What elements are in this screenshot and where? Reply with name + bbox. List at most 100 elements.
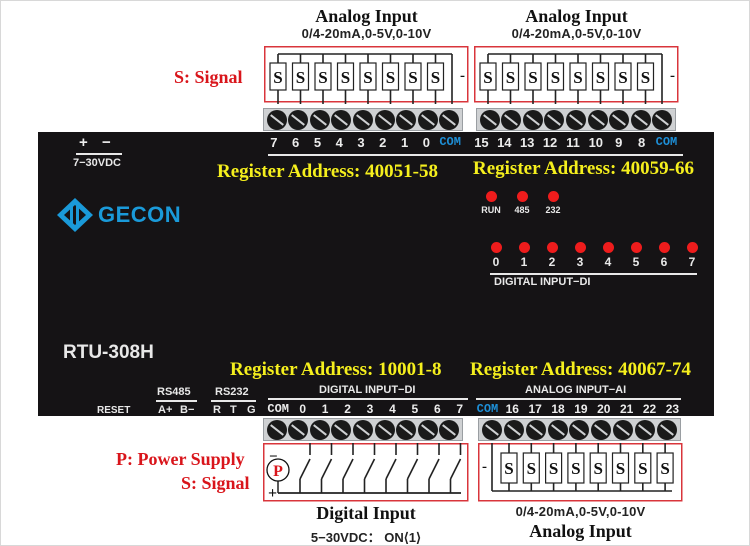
bottom-left-terminal-label-3: 2 xyxy=(344,402,351,416)
top-left-terminal-label-0: 7 xyxy=(270,135,278,150)
top-left-range: 0/4-20mA,0-5V,0-10V xyxy=(301,26,432,41)
rs232-pin-g: G xyxy=(247,404,256,416)
top-right-terminal-screw-1 xyxy=(501,109,522,130)
top-left-sensor-label-2: S xyxy=(318,68,327,87)
di-led-3: 3 xyxy=(573,242,587,269)
led-indicator-icon xyxy=(630,242,642,253)
di-led-5: 5 xyxy=(629,242,643,269)
led-indicator-icon xyxy=(547,191,559,202)
bottom-left-terminal-label-5: 4 xyxy=(389,402,396,416)
bottom-right-terminal-label-1: 16 xyxy=(505,402,519,416)
top-left-terminal-screw-2 xyxy=(309,109,330,130)
top-left-minus-sign: - xyxy=(460,68,465,84)
top-right-terminal-label-5: 10 xyxy=(588,135,604,150)
di-led-underline xyxy=(490,273,697,275)
di-led-label: 3 xyxy=(576,255,584,269)
led-indicator-icon xyxy=(574,242,586,253)
bottom-right-title: Analog Input xyxy=(529,521,632,541)
bottom-right-terminal-screw-7 xyxy=(635,419,656,440)
rs485-pin-a: A+ xyxy=(158,404,173,416)
bottom-left-terminal-screw-7 xyxy=(417,419,438,440)
di-led-label: 6 xyxy=(660,255,668,269)
top-left-terminal-screw-6 xyxy=(396,109,417,130)
bottom-left-terminal-screw-4 xyxy=(352,419,373,440)
di-led-caption: DIGITAL INPUT−DI xyxy=(494,276,591,288)
top-right-terminal-screw-6 xyxy=(609,109,630,130)
top-right-terminal-screw-5 xyxy=(587,109,608,130)
top-right-sensor-label-4: S xyxy=(573,68,582,87)
bottom-right-terminal-label-7: 22 xyxy=(642,402,657,416)
power-supply-symbol: P xyxy=(273,463,283,480)
reset-label: RESET xyxy=(97,405,131,416)
digital-input-switch-2 xyxy=(342,458,354,480)
led-indicator-icon xyxy=(516,191,528,202)
bottom-right-sensor-label-6: S xyxy=(638,459,647,478)
bottom-right-terminal-screw-6 xyxy=(613,419,634,440)
top-right-terminal-label-8: COM xyxy=(655,135,678,149)
di-led-label: 0 xyxy=(492,255,500,269)
di-led-label: 1 xyxy=(520,255,528,269)
bottom-right-terminal-screw-3 xyxy=(547,419,568,440)
top-left-sensor-label-0: S xyxy=(273,68,282,87)
top-right-terminal-label-6: 9 xyxy=(615,135,623,150)
power-supply-legend: P: Power Supply xyxy=(116,449,245,469)
status-led-label: 232 xyxy=(545,205,561,215)
bottom-left-terminal-label-1: 0 xyxy=(299,402,306,416)
power-minus: − xyxy=(102,134,111,151)
top-left-sensor-label-1: S xyxy=(296,68,305,87)
top-left-terminal-label-7: 0 xyxy=(422,135,430,150)
bottom-right-terminal-label-8: 23 xyxy=(665,402,680,416)
top-right-terminal-label-2: 13 xyxy=(519,135,535,150)
rs232-pin-t: T xyxy=(230,404,237,416)
register-address-top-right: Register Address: 40059-66 xyxy=(473,158,694,179)
top-right-sensor-label-6: S xyxy=(618,68,627,87)
top-right-sensor-label-7: S xyxy=(641,68,650,87)
top-right-terminal-label-0: 15 xyxy=(474,135,489,150)
top-right-terminal-screw-2 xyxy=(522,109,543,130)
top-left-terminal-label-1: 6 xyxy=(292,135,300,150)
top-right-minus-sign: - xyxy=(670,68,675,84)
bottom-left-terminal-screw-3 xyxy=(331,419,352,440)
top-left-terminal-screw-3 xyxy=(331,109,352,130)
di-led-label: 5 xyxy=(632,255,640,269)
status-led-232: 232 xyxy=(543,191,563,215)
bottom-left-terminal-screw-1 xyxy=(288,419,309,440)
led-indicator-icon xyxy=(602,242,614,253)
led-indicator-icon xyxy=(546,242,558,253)
bottom-left-terminal-label-7: 6 xyxy=(433,402,441,416)
bottom-right-sensor-label-3: S xyxy=(571,459,580,478)
top-right-title: Analog Input xyxy=(525,6,628,26)
rs232-pin-r: R xyxy=(213,404,221,416)
di-led-label: 7 xyxy=(688,255,696,269)
bottom-left-terminal-screw-5 xyxy=(374,419,395,440)
bottom-left-terminal-screw-6 xyxy=(396,419,417,440)
top-right-terminal-block xyxy=(476,108,676,131)
bottom-right-minus-sign: - xyxy=(482,459,487,475)
bottom-right-terminal-screw-0 xyxy=(481,419,502,440)
di-led-2: 2 xyxy=(545,242,559,269)
top-right-terminal-screw-3 xyxy=(544,109,565,130)
digital-input-title: Digital Input xyxy=(316,503,416,523)
bottom-right-sensor-label-4: S xyxy=(593,459,602,478)
power-plus: + xyxy=(79,134,88,151)
top-left-terminal-screw-8 xyxy=(439,109,460,130)
di-led-1: 1 xyxy=(517,242,531,269)
bottom-left-terminal-label-6: 5 xyxy=(411,402,419,416)
di-led-label: 4 xyxy=(604,255,612,269)
bottom-left-terminal-screw-0 xyxy=(266,419,287,440)
register-address-top-left: Register Address: 40051-58 xyxy=(217,161,438,182)
top-left-title: Analog Input xyxy=(315,6,418,26)
digital-input-switch-0 xyxy=(299,458,311,480)
di-led-group: 0 1 2 3 4 5 6 7 xyxy=(489,242,699,269)
bottom-right-terminal-screw-1 xyxy=(503,419,524,440)
digital-input-switch-6 xyxy=(428,458,440,480)
bottom-right-terminal-label-4: 19 xyxy=(574,402,588,416)
top-right-sensor-label-2: S xyxy=(528,68,537,87)
bottom-right-sensor-label-1: S xyxy=(527,459,536,478)
digital-input-switch-box: − P + xyxy=(263,443,469,502)
bottom-left-terminal-screw-2 xyxy=(309,419,330,440)
